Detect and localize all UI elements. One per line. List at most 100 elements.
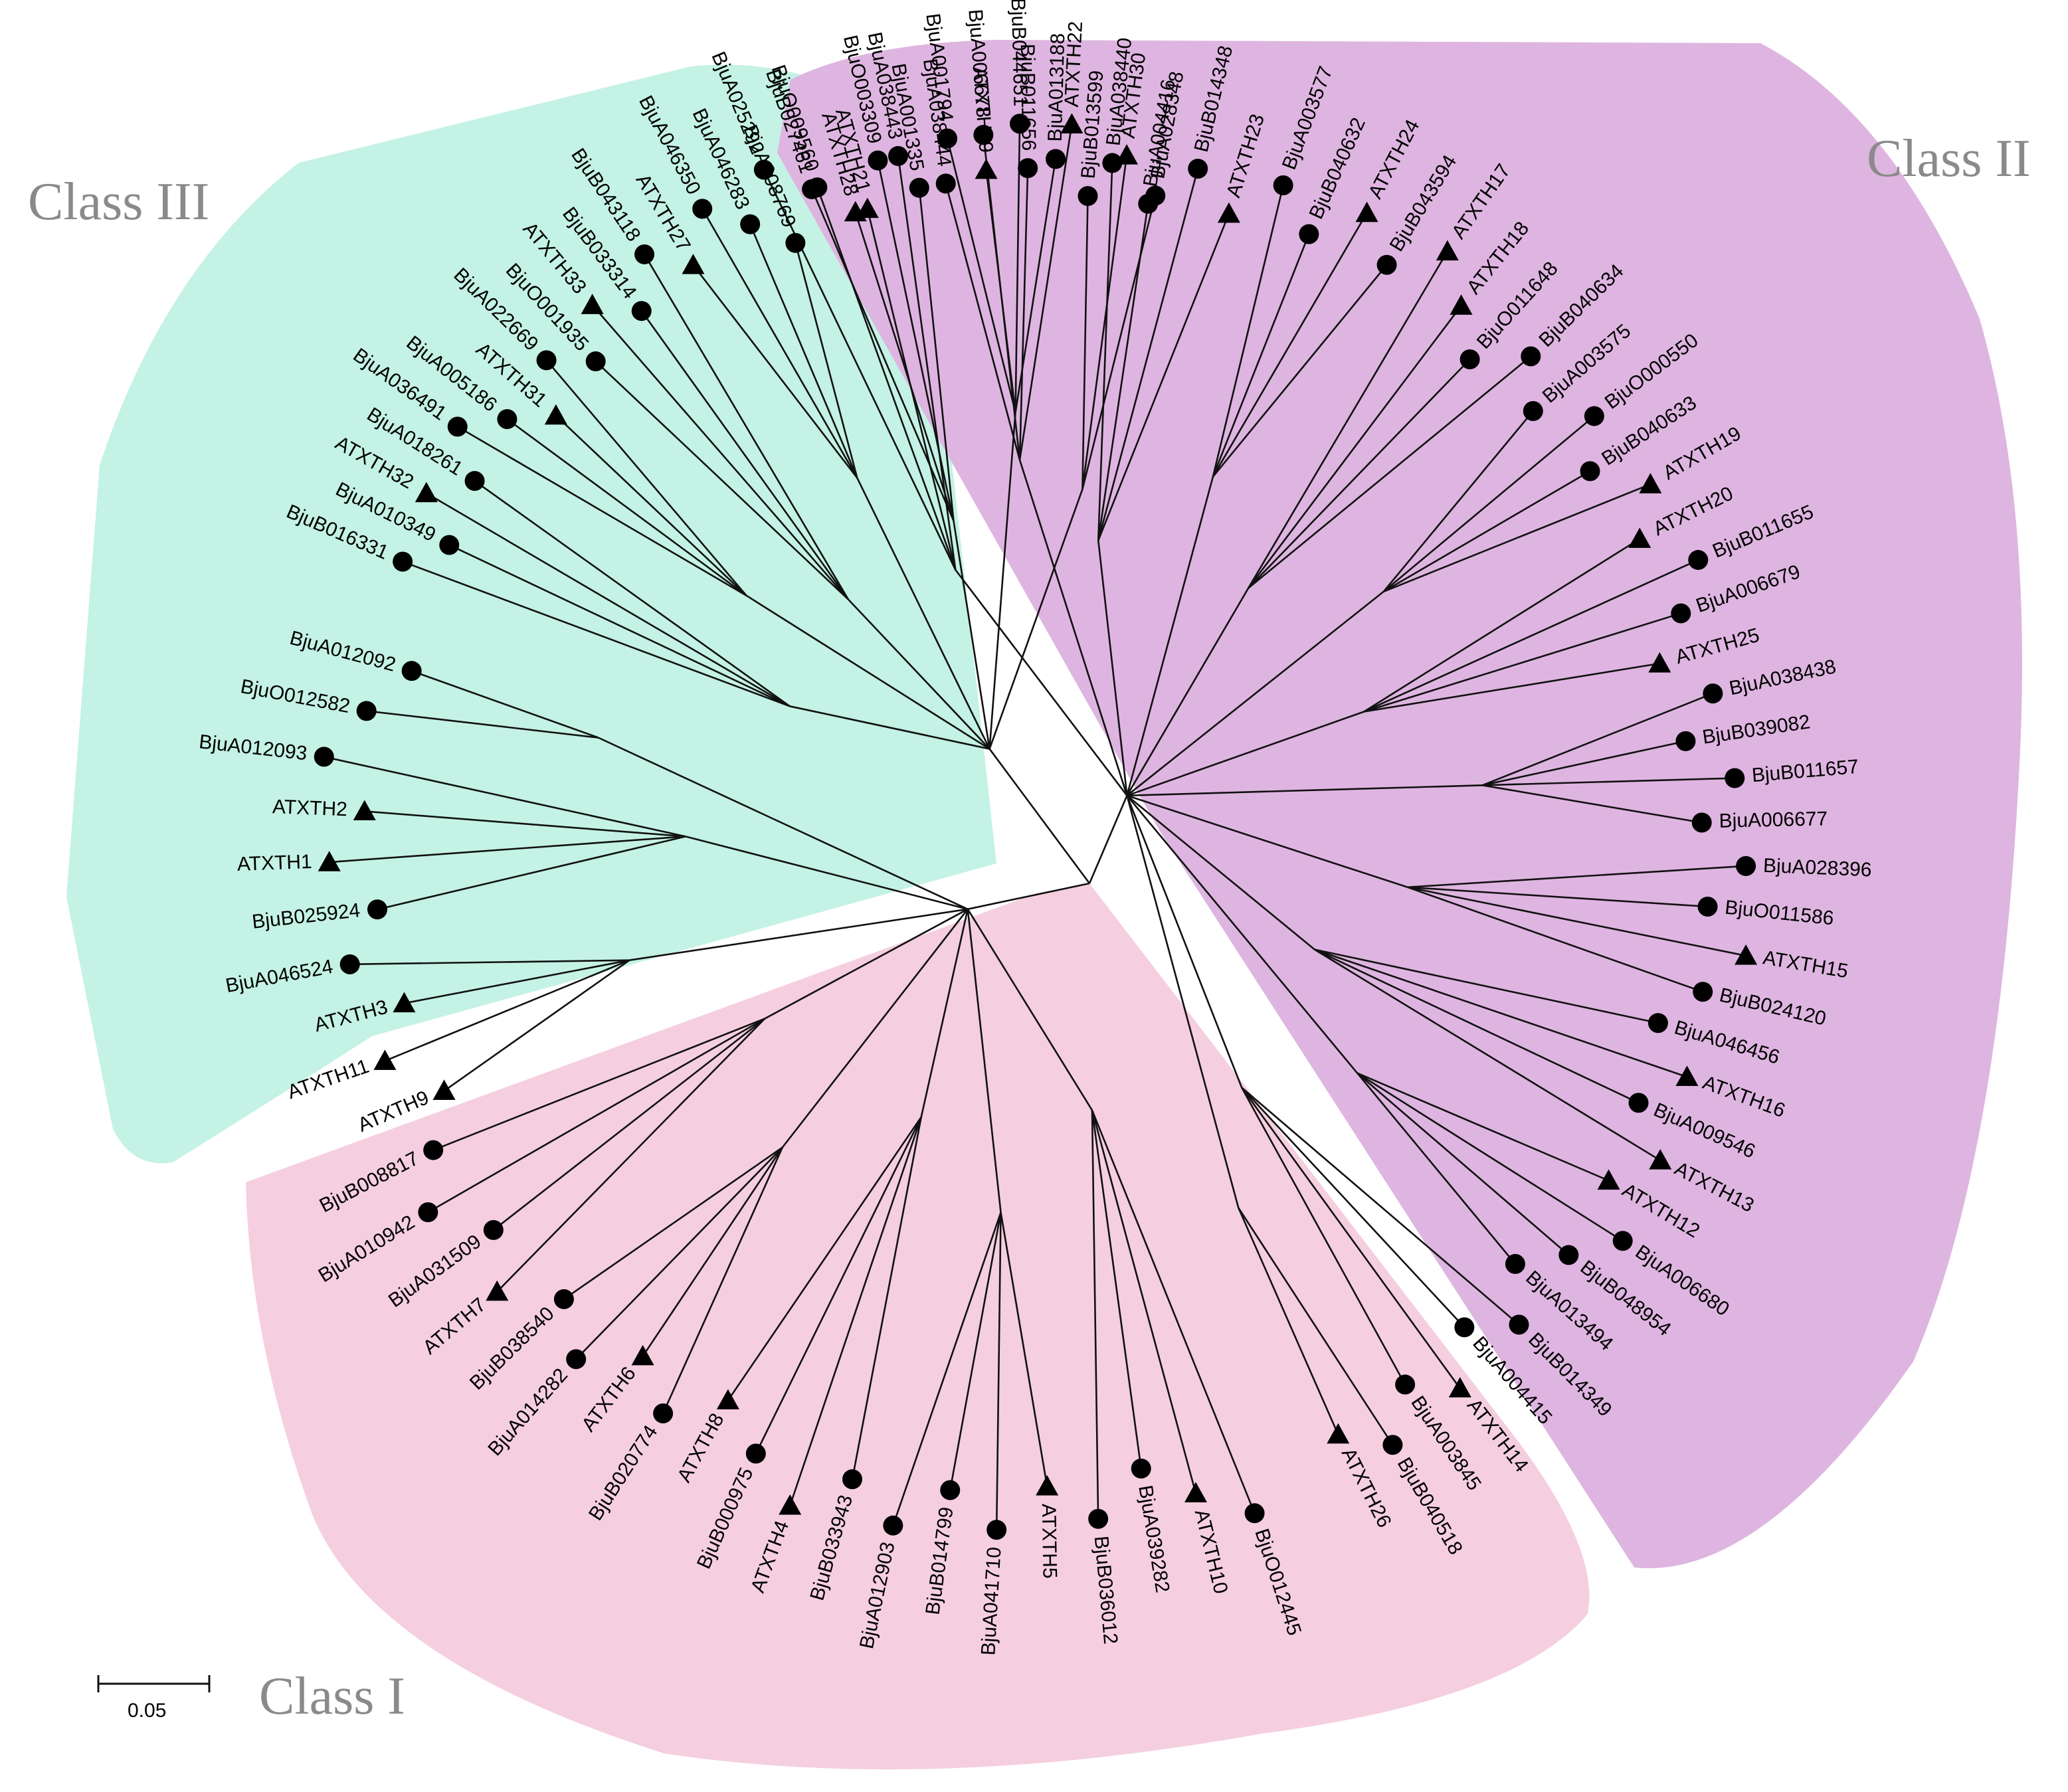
leaf-branch [1091, 1110, 1099, 1519]
leaf-branch [851, 1117, 922, 1480]
triangle-marker [844, 201, 867, 222]
circle-marker [439, 535, 460, 555]
leaf-branch [1212, 185, 1284, 477]
leaf-branch [640, 310, 849, 600]
leaf-branch [1212, 212, 1368, 478]
circle-marker [356, 701, 377, 721]
triangle-marker [1450, 294, 1473, 315]
internal-branch [1126, 794, 1315, 950]
leaf-branch [1357, 1072, 1624, 1242]
circle-marker [883, 1515, 903, 1536]
circle-marker [1580, 461, 1600, 482]
leaf-branch [377, 836, 686, 911]
leaf-branch [643, 254, 850, 600]
leaf-branch [642, 1146, 783, 1357]
leaf-branch [749, 224, 858, 479]
leaf-branch [727, 1117, 922, 1401]
leaf-branch [945, 183, 1021, 460]
circle-marker [1675, 731, 1696, 751]
leaf-branch [426, 492, 791, 707]
triangle-marker [1355, 201, 1378, 223]
circle-marker [566, 1349, 587, 1370]
leaf-branch [1383, 470, 1591, 592]
leaf-branch [1241, 1087, 1461, 1389]
internal-branch [1126, 794, 1359, 1074]
internal-branch [1126, 476, 1214, 796]
triangle-marker [415, 482, 438, 503]
leaf-branch [1482, 777, 1735, 786]
circle-marker [1088, 1508, 1109, 1529]
internal-branch [1097, 540, 1128, 796]
triangle-marker [373, 1049, 397, 1070]
internal-branch [1126, 587, 1250, 796]
leaf-branch [457, 426, 747, 596]
internal-branch [955, 569, 1128, 796]
leaf-branch [545, 359, 747, 596]
leaf-branch [949, 1212, 1002, 1490]
leaf-branch [493, 1018, 765, 1231]
leaf-branch [1357, 1072, 1610, 1182]
circle-marker [653, 1403, 674, 1424]
internal-branch [1127, 784, 1483, 797]
internal-branch [685, 836, 969, 911]
circle-marker [1509, 1314, 1529, 1335]
leaf-branch [427, 1018, 765, 1213]
circle-marker [367, 899, 387, 920]
internal-branch [629, 908, 968, 961]
triangle-marker [486, 1280, 509, 1301]
leaf-label: BjuA028396 [1762, 855, 1872, 881]
circle-marker [464, 471, 485, 492]
triangle-marker [1060, 113, 1083, 134]
class-3-label: Class III [28, 173, 209, 231]
class-2-label: Class II [1867, 130, 2031, 188]
circle-marker [1244, 1503, 1265, 1524]
internal-branch [745, 594, 990, 750]
leaf-branch [1238, 1207, 1394, 1446]
circle-marker [1523, 401, 1543, 421]
circle-marker [868, 150, 888, 171]
triangle-marker [1115, 143, 1139, 165]
leaf-branch [411, 670, 599, 739]
circle-marker [314, 747, 334, 767]
leaf-branch [1363, 559, 1699, 713]
circle-marker [1558, 1245, 1579, 1265]
circle-marker [1018, 158, 1038, 179]
circle-marker [842, 1469, 862, 1490]
leaf-branch [1407, 865, 1746, 889]
triangle-marker [432, 1079, 456, 1100]
leaf-branch [1314, 948, 1659, 1024]
leaf-branch [692, 264, 858, 479]
leaf-branch [324, 756, 686, 838]
circle-marker [1376, 254, 1397, 275]
class-labels: Class I Class II Class III [28, 130, 2031, 1726]
circle-marker [339, 954, 360, 974]
triangle-marker [318, 851, 341, 871]
leaf-branch [1248, 359, 1471, 589]
circle-marker [1691, 812, 1712, 833]
leaf-branch [795, 242, 858, 478]
circle-marker [1454, 1317, 1475, 1338]
circle-marker [935, 173, 956, 194]
class-2-region [777, 40, 2022, 1569]
leaf-branch [810, 189, 955, 521]
circle-marker [1736, 855, 1756, 876]
circle-marker [785, 232, 806, 253]
circle-marker [888, 145, 908, 166]
circle-marker [447, 416, 468, 437]
leaf-branch [1091, 1110, 1143, 1469]
circle-marker [745, 1443, 766, 1464]
triangle-marker [1649, 1149, 1672, 1170]
circle-marker [483, 1219, 504, 1240]
triangle-marker [975, 158, 998, 179]
circle-marker [1010, 114, 1030, 134]
internal-branch [847, 598, 990, 750]
circle-marker [802, 179, 822, 199]
class-3-region [66, 64, 996, 1164]
leaf-branch [1357, 1072, 1570, 1256]
leaf-label: ATXTH2 [272, 796, 347, 820]
clade-1-trunk [967, 882, 1090, 911]
circle-marker [1046, 149, 1066, 169]
circle-marker [631, 301, 652, 321]
triangle-marker [544, 404, 567, 425]
leaf-branch [1482, 692, 1713, 786]
